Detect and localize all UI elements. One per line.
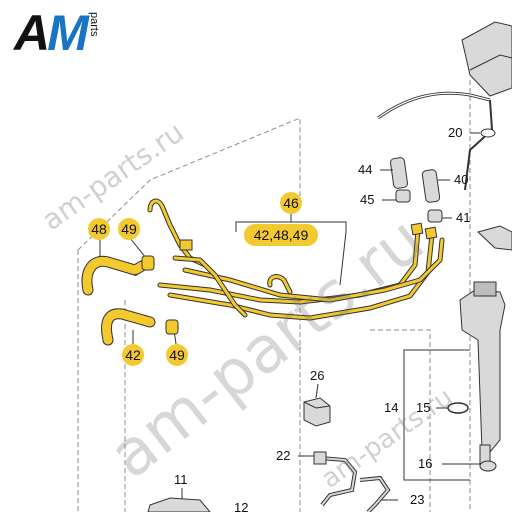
washer-part-16 <box>479 460 497 472</box>
callout-16: 16 <box>418 456 433 471</box>
hose-part-42 <box>101 308 156 346</box>
callout-22: 22 <box>276 448 291 463</box>
logo-subtext: parts <box>87 12 100 37</box>
engine-cover-part <box>461 21 512 97</box>
injector-part-14 <box>459 281 506 466</box>
callout-41: 41 <box>456 210 471 225</box>
callout-42-48-49: 42,48,49 <box>244 224 318 246</box>
callout-45: 45 <box>360 192 375 207</box>
logo-mark: AM <box>14 5 89 61</box>
connector-part-44 <box>389 157 409 189</box>
pipe-part-22 <box>313 451 358 507</box>
clip-part-49-lower <box>165 319 179 335</box>
bracket-part <box>477 225 512 251</box>
fuel-line-fittings <box>179 222 438 251</box>
leader-lines <box>99 132 480 505</box>
return-line-top <box>377 91 491 120</box>
part-11 <box>147 497 211 512</box>
callout-49-lower: 49 <box>166 344 188 366</box>
connector-part-41 <box>427 209 443 223</box>
seal-part-15 <box>447 402 469 414</box>
pipe-part-23 <box>359 475 391 512</box>
return-line-side <box>464 99 494 191</box>
clamp-part-26 <box>303 397 331 427</box>
callout-48: 48 <box>88 218 110 240</box>
callout-26: 26 <box>310 368 325 383</box>
callout-23: 23 <box>410 492 425 507</box>
connector-part-45 <box>395 189 411 203</box>
callout-42: 42 <box>122 344 144 366</box>
callout-15: 15 <box>416 400 431 415</box>
callout-46: 46 <box>280 192 302 214</box>
callout-44: 44 <box>358 162 373 177</box>
site-logo: AM parts <box>14 8 100 58</box>
callout-20: 20 <box>448 125 463 140</box>
fuel-line-group-46 <box>147 198 445 321</box>
callout-40: 40 <box>454 172 469 187</box>
callout-11: 11 <box>174 472 188 487</box>
clip-part-49-upper <box>141 255 155 271</box>
clip-part-20 <box>470 128 496 138</box>
hose-part-48 <box>81 255 148 296</box>
connector-part-40 <box>421 169 441 203</box>
callout-14: 14 <box>384 400 399 415</box>
callout-12: 12 <box>234 500 249 512</box>
callout-49-upper: 49 <box>118 218 140 240</box>
